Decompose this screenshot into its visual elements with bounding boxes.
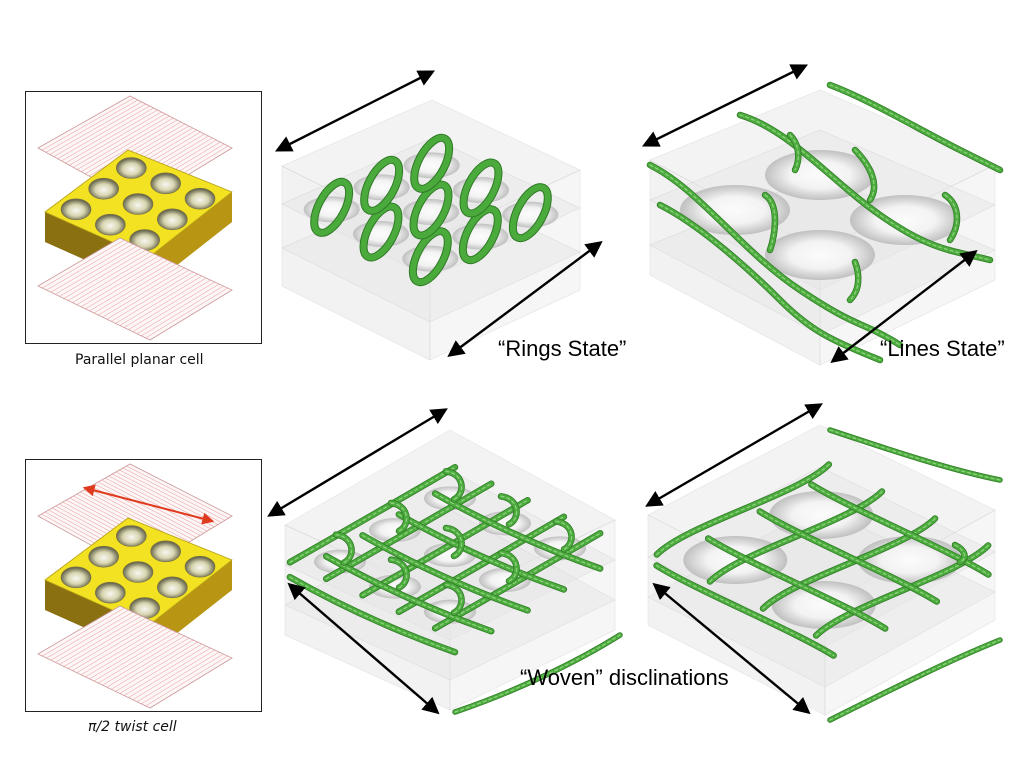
loop-defect-highlight (854, 149, 875, 201)
woven-line-defect-highlight (398, 513, 565, 591)
parallel-cell-hole (122, 193, 154, 215)
woven-bottom-line-defect-highlight (829, 639, 1001, 721)
line-defect-highlight (659, 204, 881, 361)
parallel-cell-drawing (37, 95, 233, 341)
woven-curl-defect-highlight (445, 527, 463, 557)
parallel-cell-hole (150, 172, 181, 195)
woven-line-defect-highlight (810, 483, 990, 576)
woven-top-line-defect-highlight (829, 429, 1001, 481)
parallel-cell-hole (116, 157, 147, 179)
lines-block (646, 81, 1004, 366)
woven-line-defect-highlight (434, 492, 601, 570)
lines-holes (680, 150, 960, 280)
parallel-cell-hole (157, 208, 188, 231)
ring-defect (411, 134, 453, 192)
woven-a-left-arrow (287, 582, 440, 715)
lines-top-arrow (641, 64, 809, 147)
woven-line-defect-highlight (361, 534, 529, 612)
twist-cell-hole (150, 540, 181, 563)
twist-cell-hole (95, 581, 126, 604)
woven-b-hole (683, 536, 788, 584)
woven-curl-defect-highlight (335, 533, 353, 564)
twist-cell-hole (157, 576, 188, 599)
rings-state-label: “Rings State” (498, 336, 627, 361)
loop-defect-highlight (764, 194, 776, 251)
woven-b-left-arrow (652, 582, 811, 715)
woven-bottom-line-defect-highlight (454, 634, 621, 713)
ring-defect (361, 156, 403, 214)
ring-defect (509, 184, 551, 242)
parallel-cell-caption: Parallel planar cell (75, 352, 204, 368)
woven-b-hole (769, 491, 874, 539)
woven-line-defect-highlight (325, 555, 492, 632)
ring-defect (311, 178, 353, 236)
rings-top-arrow (275, 70, 435, 152)
lines-state-label: “Lines State” (880, 336, 1005, 361)
woven-disclinations-label: “Woven” disclinations (520, 665, 729, 690)
parallel-cell-bottom-plate (37, 237, 233, 341)
ring-defect (409, 228, 451, 286)
parallel-cell-hole (95, 213, 126, 236)
parallel-cell-hole (60, 198, 92, 221)
woven-b-hole (857, 536, 962, 584)
twist-cell-holes (60, 525, 216, 619)
twist-cell-caption: π/2 twist cell (88, 719, 177, 735)
line-defect-highlight (829, 84, 1001, 171)
twist-cell-hole (184, 555, 216, 578)
ring-defect (360, 203, 402, 261)
woven-line-defect-highlight (709, 490, 883, 583)
line-defect-highlight (649, 164, 901, 346)
twist-cell-hole (122, 561, 154, 583)
twist-direction-arrow (82, 484, 215, 525)
twist-cell-hole (60, 566, 92, 589)
woven-curl-defect-highlight (954, 544, 966, 563)
twist-cell-bottom-rub-lines (42, 607, 228, 707)
parallel-cell-bottom-rub-lines (42, 239, 228, 339)
loop-defect-highlight (944, 194, 958, 241)
lines-hole (680, 185, 790, 235)
lines-bottom-arrow (830, 249, 978, 364)
twist-cell-hole (116, 525, 147, 547)
twist-cell-drawing (37, 463, 233, 709)
ring-defect (460, 159, 502, 217)
twist-cell-bottom-plate (37, 605, 233, 709)
rings-bottom-arrow (447, 240, 603, 358)
woven-line-defect-highlight (759, 510, 938, 603)
twist-cell-hole (88, 545, 119, 568)
woven-b-top-arrow (645, 403, 823, 507)
parallel-cell-hole (88, 177, 119, 200)
rings-block (281, 99, 581, 361)
woven-curl-defect-highlight (555, 520, 573, 551)
woven-curl-defect-highlight (500, 552, 518, 582)
woven-line-defect-highlight (815, 544, 989, 637)
parallel-cell-holes (60, 157, 216, 251)
ring-defect (410, 181, 452, 239)
parallel-cell-hole (184, 187, 216, 210)
woven-a-top-arrow (267, 408, 448, 517)
woven-curl-defect-highlight (445, 470, 463, 501)
lines-hole (850, 195, 960, 245)
woven-curl-defect-highlight (500, 495, 518, 526)
woven-curl-defect-highlight (445, 583, 463, 614)
